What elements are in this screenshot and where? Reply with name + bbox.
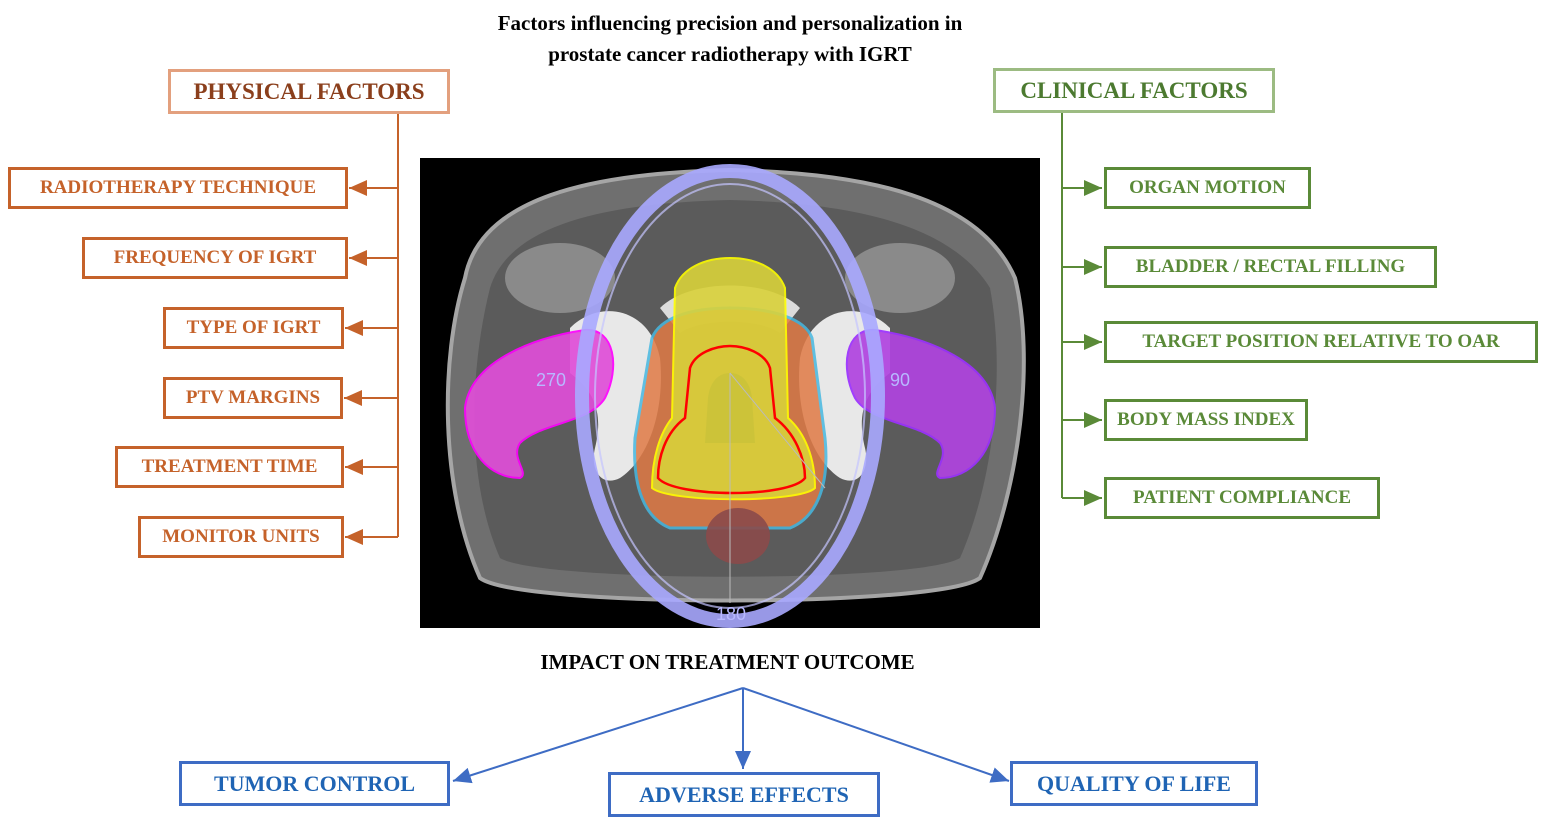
clinical-connectors: [1061, 113, 1102, 506]
muscle-left: [505, 243, 615, 313]
physical-factor-label: MONITOR UNITS: [162, 526, 320, 547]
outcome-label: TUMOR CONTROL: [213, 770, 416, 796]
outcome-label: ADVERSE EFFECTS: [639, 781, 849, 807]
rectum: [706, 508, 770, 564]
clinical-factor-body-mass-index: BODY MASS INDEX: [1104, 399, 1308, 441]
clinical-factor-label: PATIENT COMPLIANCE: [1133, 487, 1351, 508]
outcome-adverse-effects: ADVERSE EFFECTS: [608, 772, 880, 817]
clinical-factor-label: ORGAN MOTION: [1129, 177, 1286, 198]
physical-factor-label: FREQUENCY OF IGRT: [113, 247, 317, 268]
physical-factor-monitor-units: MONITOR UNITS: [138, 516, 344, 558]
isodose-line: [656, 344, 807, 495]
physical-connectors: [344, 113, 399, 545]
physical-factor-ptv-margins: PTV MARGINS: [163, 377, 343, 419]
physical-factor-label: TREATMENT TIME: [141, 456, 318, 477]
clinical-factor-bladder-rectal-filling: BLADDER / RECTAL FILLING: [1104, 246, 1437, 288]
ct-dose-image: 270 90 180: [420, 158, 1040, 628]
clinical-factor-organ-motion: ORGAN MOTION: [1104, 167, 1311, 209]
beam-arc-inner: [594, 183, 866, 609]
physical-factor-treatment-time: TREATMENT TIME: [115, 446, 344, 488]
gantry-label-180: 180: [716, 604, 746, 624]
gantry-line: [729, 372, 826, 489]
clinical-factor-label: TARGET POSITION RELATIVE TO OAR: [1142, 331, 1500, 352]
physical-factor-label: RADIOTHERAPY TECHNIQUE: [39, 177, 317, 198]
gantry-label-270: 270: [536, 370, 566, 390]
physical-factor-type-of-igrt: TYPE OF IGRT: [163, 307, 344, 349]
muscle-right: [845, 243, 955, 313]
outcome-quality-of-life: QUALITY OF LIFE: [1010, 761, 1258, 806]
title-line-2: prostate cancer radiotherapy with IGRT: [548, 42, 912, 66]
physical-factors-heading: PHYSICAL FACTORS: [168, 69, 450, 114]
clinical-factor-target-position: TARGET POSITION RELATIVE TO OAR: [1104, 321, 1538, 363]
beam-arc: [575, 164, 885, 628]
outcome-label: QUALITY OF LIFE: [1037, 770, 1231, 796]
gantry-label-90: 90: [890, 370, 910, 390]
clinical-factor-label: BODY MASS INDEX: [1117, 409, 1295, 430]
title-line-1: Factors influencing precision and person…: [497, 11, 963, 35]
clinical-factors-heading: CLINICAL FACTORS: [993, 68, 1275, 113]
figure-title: Factors influencing precision and person…: [330, 8, 1130, 70]
clinical-factor-patient-compliance: PATIENT COMPLIANCE: [1104, 477, 1380, 519]
physical-factor-frequency-of-igrt: FREQUENCY OF IGRT: [82, 237, 348, 279]
physical-factor-radiotherapy-technique: RADIOTHERAPY TECHNIQUE: [8, 167, 348, 209]
clinical-heading-text: CLINICAL FACTORS: [1020, 77, 1248, 103]
clinical-factor-label: BLADDER / RECTAL FILLING: [1135, 256, 1406, 277]
physical-factor-label: PTV MARGINS: [185, 387, 321, 408]
impact-label: IMPACT ON TREATMENT OUTCOME: [540, 650, 915, 674]
physical-factor-label: TYPE OF IGRT: [186, 317, 321, 338]
physical-heading-text: PHYSICAL FACTORS: [193, 78, 425, 104]
outcome-connectors: [452, 687, 1010, 784]
outcome-tumor-control: TUMOR CONTROL: [179, 761, 450, 806]
ct-scan-illustration: 270 90 180: [420, 158, 1040, 628]
